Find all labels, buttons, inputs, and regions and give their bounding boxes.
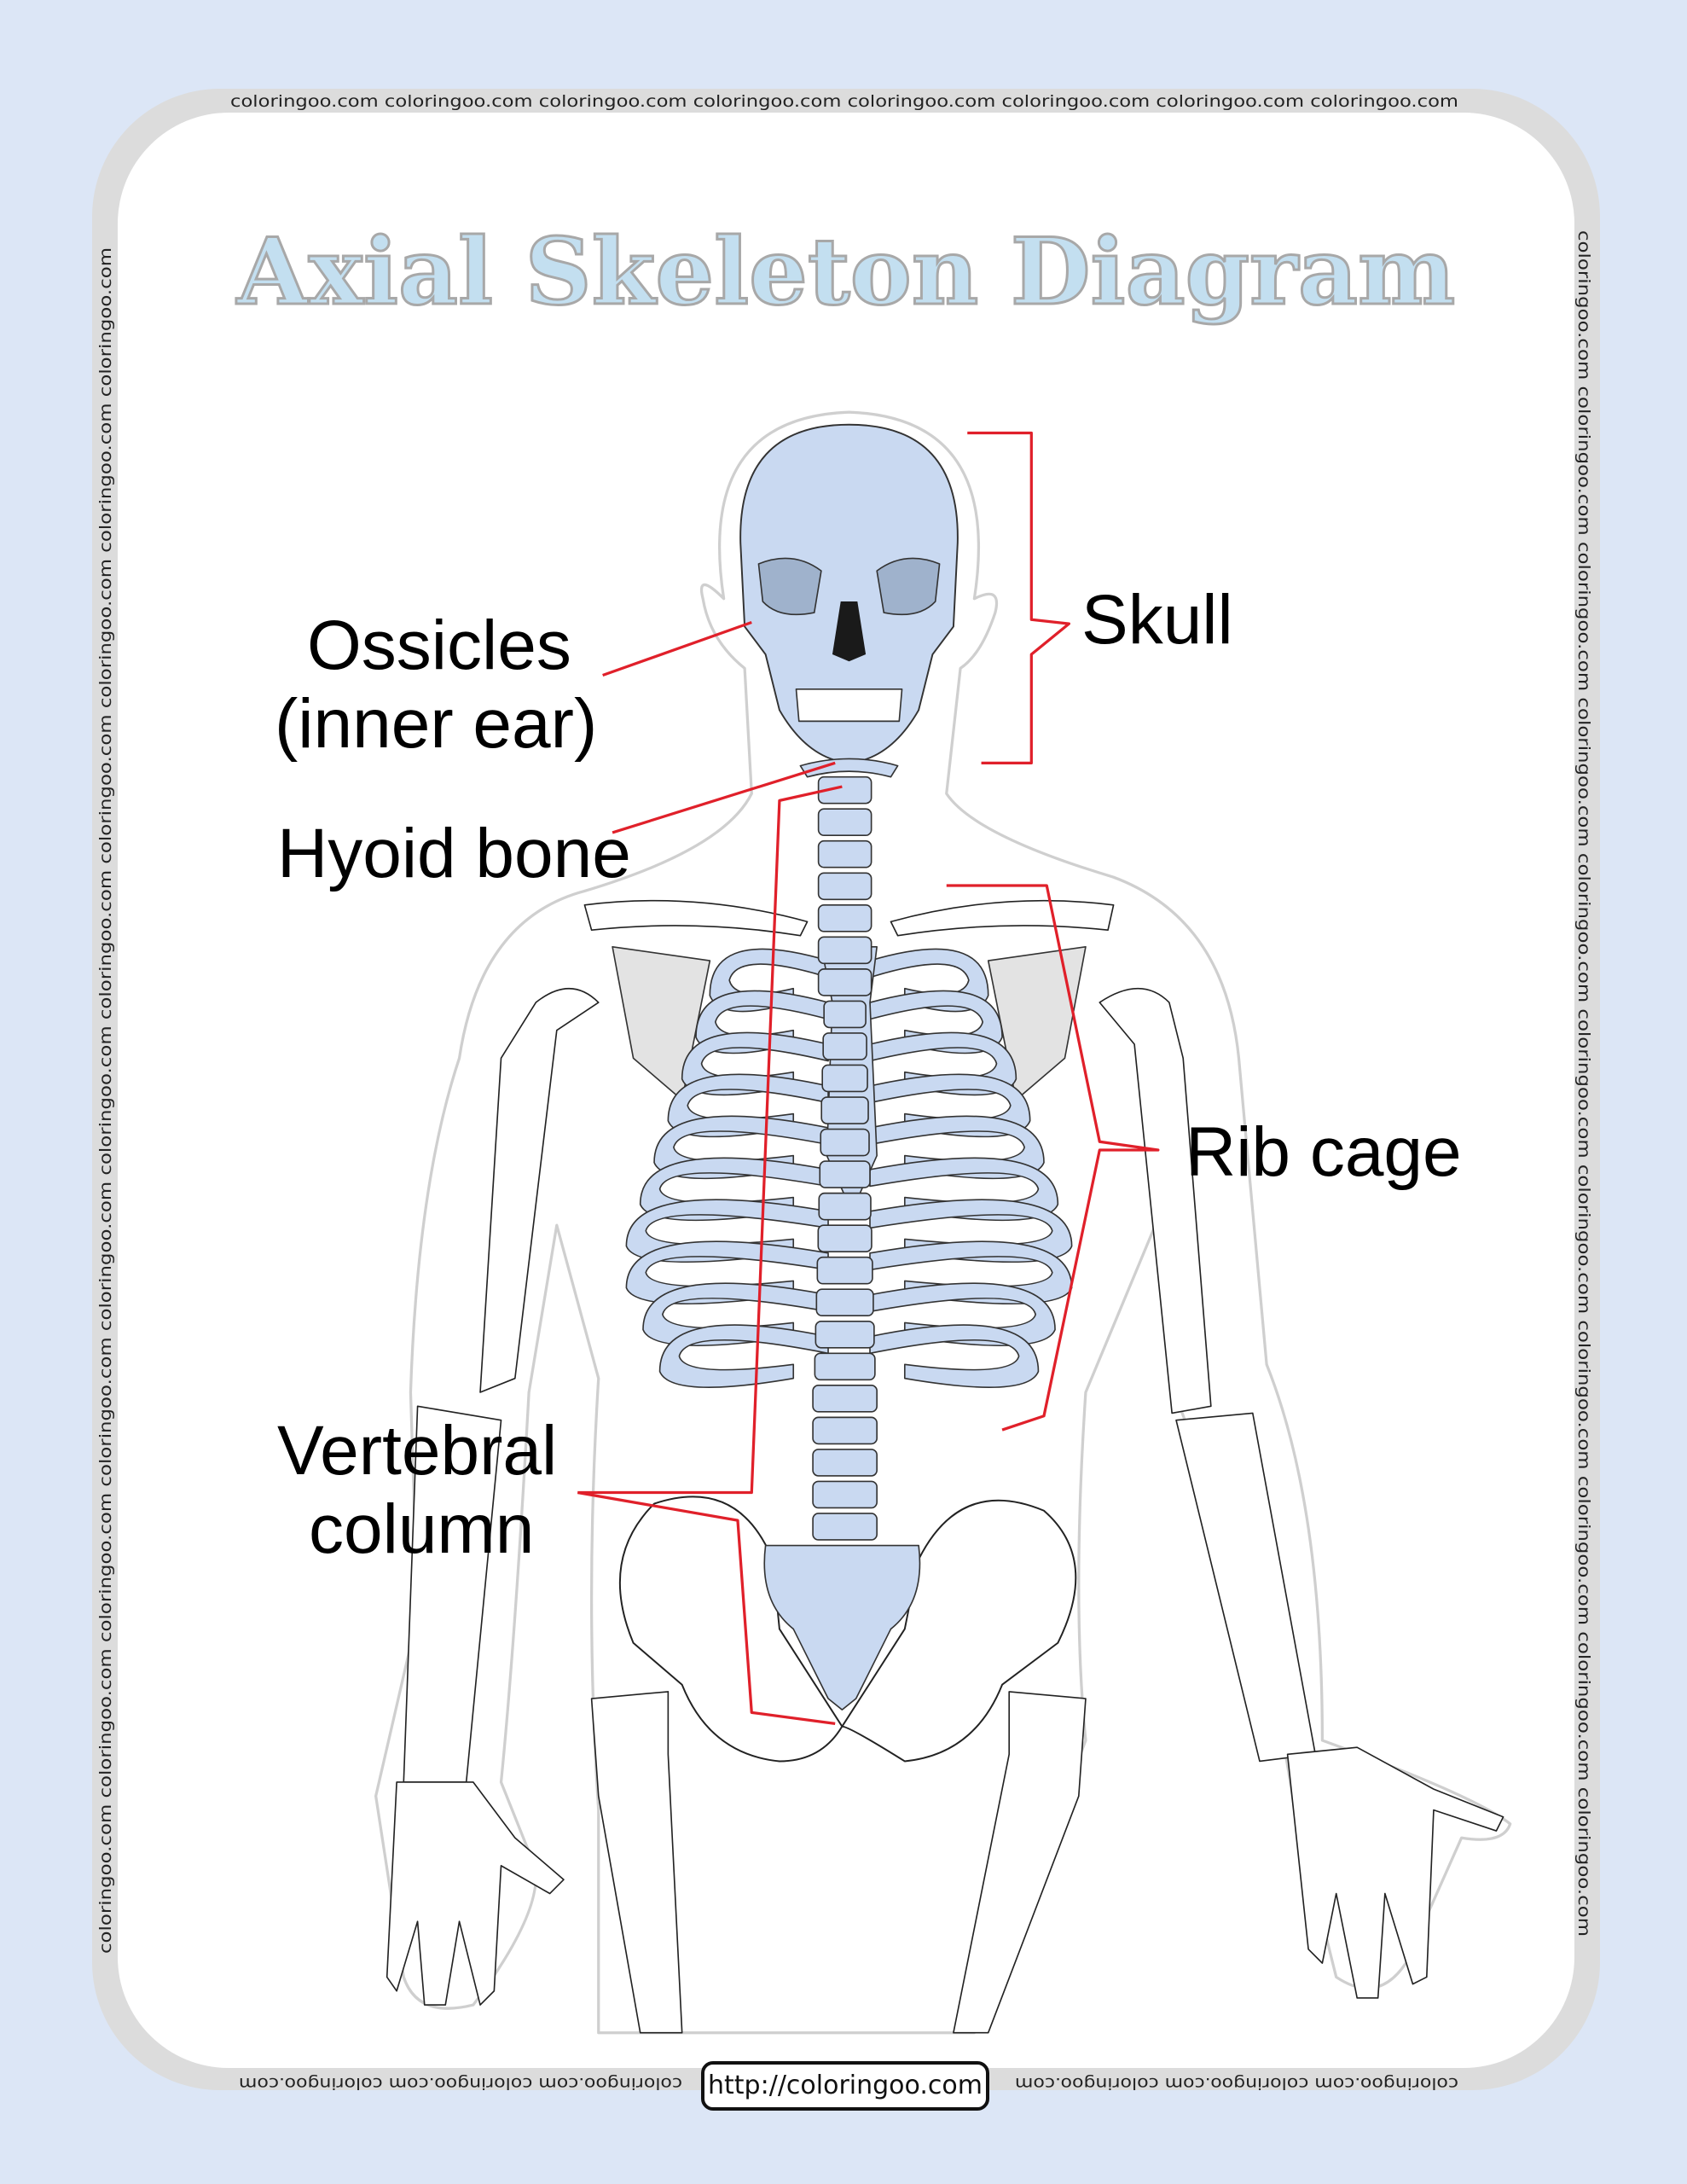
- body-outline: [374, 410, 1512, 2035]
- vertebra: [817, 839, 872, 868]
- eye-socket-left: [757, 557, 822, 616]
- vertebra: [812, 1449, 878, 1477]
- hyoid-leader: [612, 761, 836, 834]
- vertebra: [814, 1352, 876, 1381]
- vertebral-leader-upper: [577, 785, 843, 1495]
- leader-lines: [577, 431, 1160, 1726]
- vertebra: [817, 968, 872, 996]
- humerus-left: [479, 987, 600, 1393]
- hand-right: [1286, 1746, 1504, 1999]
- watermark-bottom-left: coloringoo.com coloringoo.com coloringoo…: [239, 2074, 682, 2093]
- vertebra: [817, 1224, 872, 1252]
- rib: [869, 1324, 1040, 1388]
- watermark-border: coloringoo.com coloringoo.com coloringoo…: [96, 92, 1593, 2093]
- vertebra: [817, 775, 872, 804]
- footer-url-link[interactable]: http://coloringoo.com: [701, 2061, 989, 2111]
- vertebra: [815, 1288, 874, 1317]
- label-ossicles-line1: Ossicles: [307, 607, 571, 684]
- label-rib-cage: Rib cage: [1186, 1113, 1462, 1191]
- watermark-top: coloringoo.com coloringoo.com coloringoo…: [230, 92, 1458, 111]
- vertebra: [817, 903, 872, 932]
- page-title: Axial Skeleton Diagram: [236, 218, 1455, 326]
- femur-right: [953, 1691, 1087, 2034]
- vertebra: [815, 1320, 875, 1349]
- vertebra: [812, 1513, 878, 1541]
- label-ossicles-line2: (inner ear): [275, 685, 598, 763]
- vertebra: [817, 872, 872, 901]
- teeth: [795, 688, 903, 723]
- vertebra: [816, 1256, 873, 1285]
- vertebra: [812, 1385, 878, 1413]
- vertebra: [823, 1000, 867, 1029]
- watermark-right: coloringoo.com coloringoo.com coloringoo…: [1574, 230, 1593, 1937]
- hyoid-bone: [799, 758, 899, 778]
- skull-bracket: [967, 431, 1071, 764]
- label-skull: Skull: [1081, 581, 1233, 659]
- watermark-bottom-right: coloringoo.com coloringoo.com coloringoo…: [1015, 2074, 1458, 2093]
- vertebra: [821, 1064, 868, 1093]
- vertebra: [812, 1416, 878, 1445]
- vertebra: [817, 936, 872, 965]
- label-hyoid-bone: Hyoid bone: [277, 815, 631, 892]
- rib-cage: [625, 948, 1073, 1388]
- sacrum: [763, 1544, 921, 1711]
- vertebra: [822, 1032, 867, 1060]
- vertebral-leader-lower: [577, 1490, 836, 1726]
- humerus-right: [1099, 987, 1212, 1414]
- clavicle-right: [890, 899, 1115, 937]
- label-vertebral-line2: column: [309, 1490, 535, 1568]
- ossicles-leader: [602, 620, 752, 677]
- vertebra: [820, 1096, 869, 1124]
- eye-socket-right: [876, 557, 941, 616]
- hand-left: [386, 1781, 565, 2006]
- watermark-left: coloringoo.com coloringoo.com coloringoo…: [96, 247, 115, 1954]
- vertebral-column: [812, 775, 878, 1541]
- femur-left: [590, 1691, 683, 2034]
- vertebra: [818, 1192, 872, 1221]
- rib: [658, 1324, 829, 1388]
- vertebra: [820, 1128, 870, 1157]
- vertebra: [812, 1480, 878, 1509]
- rib-cage-bracket: [946, 884, 1160, 1432]
- label-vertebral-line1: Vertebral: [277, 1412, 558, 1490]
- nasal-cavity: [832, 601, 867, 662]
- vertebra: [817, 808, 872, 837]
- vertebra: [819, 1160, 871, 1188]
- clavicle-left: [583, 899, 809, 937]
